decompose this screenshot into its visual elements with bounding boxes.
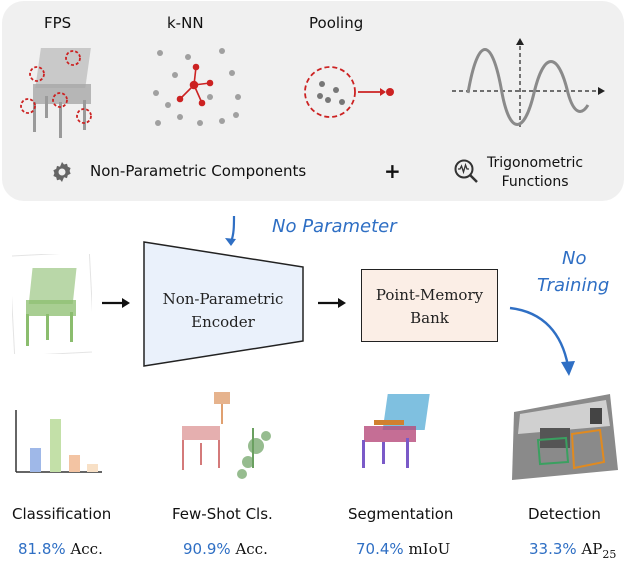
arrow-right-icon — [102, 298, 130, 308]
metric-fewshot: 90.9% Acc. — [183, 540, 268, 558]
classification-bars — [15, 410, 102, 473]
encoder-line2: Encoder — [191, 313, 255, 331]
task-title-classification: Classification — [12, 505, 112, 523]
plus-sign: + — [384, 159, 401, 183]
trig-label-line2: Functions — [501, 174, 569, 190]
metric-segmentation: 70.4% mIoU — [356, 540, 450, 558]
arrow-right-icon-2 — [318, 298, 346, 308]
waveform-search-icon — [454, 159, 478, 183]
metric-subscript: 25 — [602, 548, 617, 561]
trig-functions-label: Trigonometric Functions — [487, 154, 583, 192]
metric-unit: mIoU — [408, 540, 451, 558]
metric-value: 81.8% — [18, 540, 66, 558]
memory-line1: Point-Memory — [375, 286, 484, 304]
trig-label-line1: Trigonometric — [487, 155, 584, 171]
encoder-line1: Non-Parametric — [162, 290, 284, 308]
fps-label: FPS — [44, 14, 72, 32]
task-title-fewshot: Few-Shot Cls. — [172, 505, 273, 523]
fewshot-pointclouds — [182, 392, 271, 479]
knn-label: k-NN — [167, 14, 204, 32]
input-chair-pointcloud — [12, 254, 92, 354]
curved-arrow-icon — [509, 306, 575, 376]
nonparam-components-label: Non-Parametric Components — [90, 162, 307, 180]
encoder-shape — [143, 241, 304, 367]
segmentation-chair — [362, 394, 430, 468]
task-title-detection: Detection — [528, 505, 601, 523]
pooling-illustration — [304, 66, 394, 118]
metric-value: 90.9% — [183, 540, 231, 558]
down-arrow-icon — [225, 215, 236, 246]
metric-unit: AP — [581, 540, 603, 558]
metric-unit: Acc. — [70, 540, 103, 558]
no-parameter-annotation: No Parameter — [272, 216, 397, 237]
metric-unit: Acc. — [235, 540, 268, 558]
trig-wave-illustration — [452, 38, 605, 127]
no-training-line2: Training — [537, 275, 610, 296]
memory-bank-label: Point-Memory Bank — [361, 284, 498, 330]
knn-illustration — [153, 48, 241, 126]
no-training-line1: No — [562, 248, 587, 269]
memory-bank-box — [361, 269, 498, 342]
memory-line2: Bank — [410, 309, 449, 327]
fps-chair-pointcloud — [20, 48, 92, 138]
encoder-label: Non-Parametric Encoder — [148, 288, 298, 334]
pooling-label: Pooling — [309, 14, 364, 32]
metric-value: 33.3% — [529, 540, 577, 558]
task-title-segmentation: Segmentation — [348, 505, 454, 523]
gear-icon — [53, 162, 71, 182]
metric-value: 70.4% — [356, 540, 404, 558]
metric-classification: 81.8% Acc. — [18, 540, 103, 558]
metric-detection: 33.3% AP25 — [529, 540, 616, 561]
detection-scene — [512, 394, 618, 480]
components-panel — [2, 1, 624, 201]
